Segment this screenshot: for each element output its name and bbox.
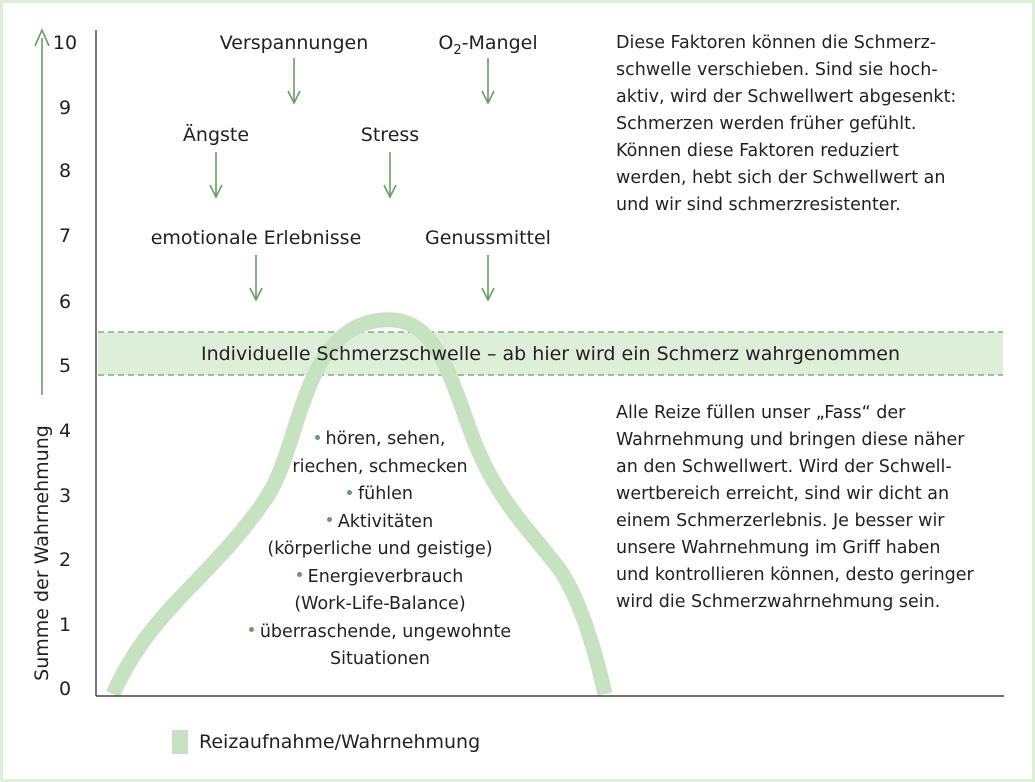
bullet-dot-icon — [326, 517, 332, 522]
note-line: einem Schmerzerlebnis. Je besser wir — [616, 511, 945, 531]
stimulus-text: Aktivitäten — [337, 511, 434, 532]
bullet-dot-icon — [314, 434, 320, 440]
threshold-label: Individuelle Schmerzschwelle – ab hier w… — [200, 343, 901, 365]
bullet-dot-icon — [248, 627, 254, 632]
y-tick-6: 6 — [58, 291, 72, 313]
note-line: Schmerzen werden früher gefühlt. — [616, 114, 917, 134]
stimulus-text: überraschende, ungewohnte — [259, 621, 512, 642]
factor-o2-main: O — [438, 32, 454, 54]
stimulus-text: fühlen — [357, 484, 414, 504]
stimulus-item-continued: (Work-Life-Balance) — [294, 594, 466, 614]
note-line: wertbereich erreicht, sind wir dicht an — [616, 484, 950, 504]
y-tick-0: 0 — [58, 678, 72, 700]
factor-aengste: Ängste — [182, 124, 250, 146]
legend-swatch — [172, 730, 188, 754]
stimulus-item: Aktivitäten — [230, 509, 530, 537]
arrow-head — [287, 90, 301, 105]
note-line: werden, hebt sich der Schwellwert an — [616, 168, 946, 188]
factor-o2-mangel: O2-Mangel — [418, 31, 558, 63]
note-line: und kontrollieren können, desto geringer — [616, 565, 974, 585]
note-line: unsere Wahrnehmung im Griff haben — [616, 538, 941, 558]
y-tick-5: 5 — [58, 355, 72, 377]
factor-o2-rest: -Mangel — [461, 32, 538, 54]
bullet-dot-icon — [296, 572, 302, 577]
arrow-head — [481, 90, 495, 105]
arrow-head — [481, 287, 495, 302]
factor-emotionale-erlebnisse: emotionale Erlebnisse — [150, 227, 362, 249]
stimuli-list: hören, sehen, riechen, schmecken fühlen … — [230, 426, 530, 674]
stimulus-item-continued: Situationen — [329, 649, 431, 669]
stimulus-item-continued: riechen, schmecken — [292, 456, 468, 477]
note-line: Wahrnehmung und bringen diese näher — [616, 430, 965, 450]
y-tick-4: 4 — [58, 420, 72, 442]
legend-label: Reizaufnahme/Wahrnehmung — [199, 731, 481, 753]
y-tick-8: 8 — [58, 160, 72, 182]
arrow-head — [249, 287, 263, 302]
y-tick-7: 7 — [58, 225, 72, 247]
note-stimuli: Alle Reize füllen unser „Fass“ der Wahrn… — [616, 400, 1021, 616]
note-line: Alle Reize füllen unser „Fass“ der — [616, 403, 906, 423]
note-line: aktiv, wird der Schwellwert abgesenkt: — [616, 87, 957, 107]
y-tick-9: 9 — [58, 97, 72, 119]
y-tick-10: 10 — [52, 32, 78, 54]
note-line: wird die Schmerzwahrnehmung sein. — [616, 592, 941, 612]
note-line: Können diese Faktoren reduziert — [616, 141, 899, 161]
factor-o2-subscript: 2 — [453, 42, 462, 58]
stimulus-item: hören, sehen, — [230, 426, 530, 454]
y-tick-1: 1 — [58, 614, 72, 636]
stimulus-text: hören, sehen, — [325, 429, 446, 449]
factor-stress: Stress — [360, 124, 420, 146]
stimulus-item: überraschende, ungewohnte — [230, 619, 530, 647]
stimulus-item-continued: (körperliche und geistige) — [267, 539, 493, 559]
y-tick-2: 2 — [58, 549, 72, 571]
stimulus-item: fühlen — [230, 481, 530, 509]
threshold-band — [98, 332, 1003, 375]
factor-arrows — [209, 58, 495, 302]
factor-verspannungen: Verspannungen — [219, 32, 369, 54]
note-factors: Diese Faktoren können die Schmerz- schwe… — [616, 30, 1021, 219]
stimulus-item: Energieverbrauch — [230, 564, 530, 592]
factor-genussmittel: Genussmittel — [425, 227, 551, 249]
note-line: Diese Faktoren können die Schmerz- — [616, 33, 937, 53]
arrow-head — [209, 184, 223, 199]
y-tick-3: 3 — [58, 485, 72, 507]
note-line: und wir sind schmerzresistenter. — [616, 195, 901, 215]
note-line: an den Schwellwert. Wird der Schwell- — [616, 457, 952, 477]
axis-arrow-head — [34, 28, 50, 47]
stimulus-text: Energieverbrauch — [307, 566, 464, 587]
perception-curve — [106, 312, 613, 698]
bullet-dot-icon — [346, 489, 352, 495]
note-line: schwelle verschieben. Sind sie hoch- — [616, 60, 938, 80]
arrow-head — [383, 184, 397, 199]
